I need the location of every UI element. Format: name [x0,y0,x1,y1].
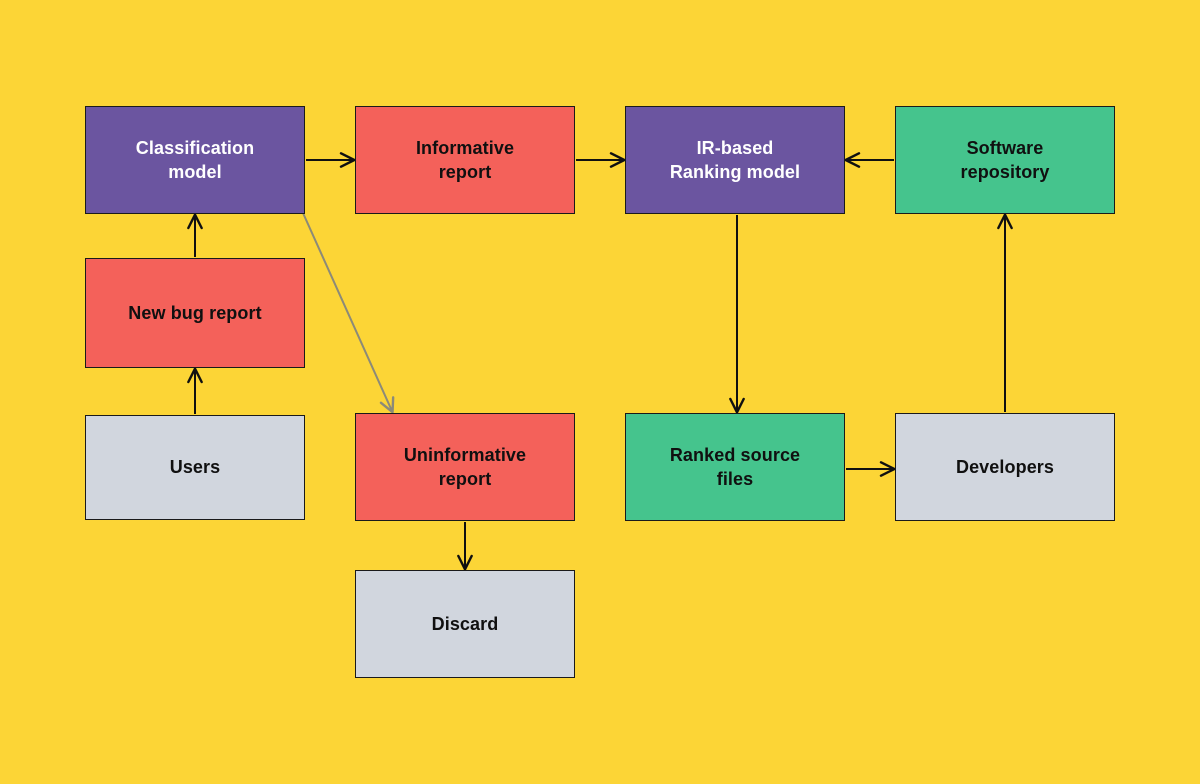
node-uninformative-report[interactable]: Uninformative report [355,413,575,521]
node-ir-based-ranking-model[interactable]: IR-based Ranking model [625,106,845,214]
node-users[interactable]: Users [85,415,305,520]
node-software-repository[interactable]: Software repository [895,106,1115,214]
node-developers[interactable]: Developers [895,413,1115,521]
node-informative-report[interactable]: Informative report [355,106,575,214]
node-discard[interactable]: Discard [355,570,575,678]
node-ranked-source-files[interactable]: Ranked source files [625,413,845,521]
node-classification-model[interactable]: Classification model [85,106,305,214]
edge-classification-model-to-uninformative-report [302,212,395,414]
node-new-bug-report[interactable]: New bug report [85,258,305,368]
